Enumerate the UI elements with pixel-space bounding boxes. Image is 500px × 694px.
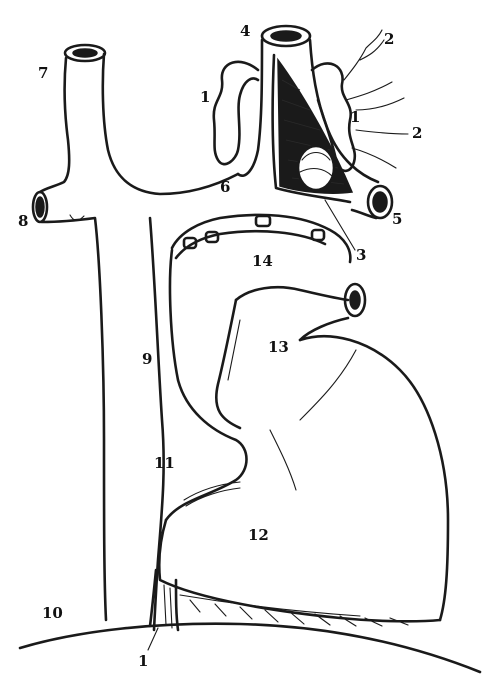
label-14: 14 xyxy=(252,254,273,269)
coiled-tube-left xyxy=(214,62,258,164)
heart xyxy=(159,284,448,626)
left-vessel xyxy=(33,45,238,630)
label-1-left: 1 xyxy=(200,90,210,105)
leader-line-bottom xyxy=(148,628,158,650)
label-10: 10 xyxy=(42,606,63,621)
label-3: 3 xyxy=(356,248,366,263)
label-2-top: 2 xyxy=(384,32,394,47)
diaphragm-curve xyxy=(20,624,480,672)
label-1-right: 1 xyxy=(350,110,360,125)
label-4: 4 xyxy=(240,24,250,39)
label-13: 13 xyxy=(268,340,289,355)
label-1-bottom: 1 xyxy=(138,654,148,669)
label-5: 5 xyxy=(392,212,402,227)
label-8: 8 xyxy=(18,214,28,229)
label-6: 6 xyxy=(220,180,230,195)
label-2-mid: 2 xyxy=(412,126,422,141)
label-7: 7 xyxy=(38,66,48,81)
label-12: 12 xyxy=(248,528,269,543)
label-11: 11 xyxy=(154,456,175,471)
label-9: 9 xyxy=(142,352,152,367)
